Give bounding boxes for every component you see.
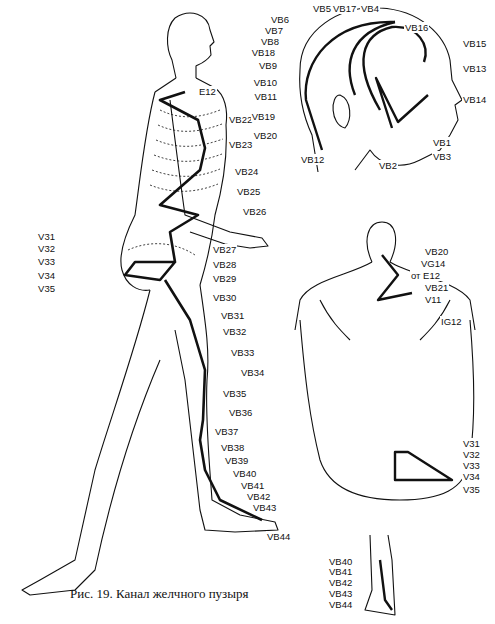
point-label: V34 bbox=[462, 471, 481, 482]
point-label: VB3 bbox=[432, 151, 452, 162]
point-label: V34 bbox=[37, 270, 56, 281]
point-label: V32 bbox=[462, 449, 481, 460]
point-label: VB43 bbox=[252, 502, 277, 513]
point-label: V35 bbox=[37, 283, 56, 294]
point-label: VB42 bbox=[328, 577, 353, 588]
point-label: VB2 bbox=[378, 160, 398, 171]
point-label: VB38 bbox=[220, 442, 245, 453]
point-label: VB12 bbox=[300, 154, 325, 165]
point-label: VB21 bbox=[424, 282, 449, 293]
point-label: VB20 bbox=[424, 246, 449, 257]
point-label: VB18 bbox=[251, 47, 276, 58]
point-label: VB24 bbox=[234, 166, 259, 177]
point-label: VB44 bbox=[266, 531, 291, 542]
point-label: VB41 bbox=[328, 566, 353, 577]
point-label: VB25 bbox=[236, 186, 261, 197]
point-label: IG12 bbox=[440, 316, 463, 327]
point-label: VB20 bbox=[253, 130, 278, 141]
point-label: V31 bbox=[37, 231, 56, 242]
point-label: V33 bbox=[462, 460, 481, 471]
point-label: VB37 bbox=[214, 426, 239, 437]
point-label: VB15 bbox=[462, 38, 487, 49]
point-label: VB40 bbox=[232, 468, 257, 479]
point-label: VB19 bbox=[251, 111, 276, 122]
figure-caption: Рис. 19. Канал желчного пузыря bbox=[70, 586, 248, 602]
point-label: VB10 bbox=[253, 77, 278, 88]
point-label: VB31 bbox=[220, 310, 245, 321]
point-label: VB9 bbox=[258, 60, 278, 71]
point-label: VB29 bbox=[212, 273, 237, 284]
point-label: VB32 bbox=[222, 326, 247, 337]
point-label: V33 bbox=[37, 256, 56, 267]
point-label: VB27 bbox=[212, 244, 237, 255]
point-label: VB43 bbox=[328, 588, 353, 599]
point-label: V11 bbox=[424, 294, 442, 305]
point-label: E12 bbox=[198, 86, 217, 97]
point-label: VB41 bbox=[240, 480, 265, 491]
point-label: VB16 bbox=[404, 22, 429, 33]
point-label: VB36 bbox=[228, 407, 253, 418]
point-label: V32 bbox=[37, 243, 56, 254]
point-label: VB42 bbox=[246, 491, 271, 502]
point-label: VB26 bbox=[242, 206, 267, 217]
point-label: VB8 bbox=[260, 36, 280, 47]
point-label: VB1 bbox=[432, 137, 452, 148]
point-label: VB23 bbox=[228, 139, 253, 150]
point-label: VB11 bbox=[253, 91, 278, 102]
point-label: VB28 bbox=[212, 259, 237, 270]
point-label: V35 bbox=[462, 484, 481, 495]
point-label: VB4 bbox=[360, 3, 380, 14]
point-label: VG14 bbox=[420, 258, 446, 269]
point-label: VB35 bbox=[222, 388, 247, 399]
point-label: VB5 bbox=[312, 3, 332, 14]
point-label: VB13 bbox=[462, 63, 487, 74]
point-label: VB14 bbox=[462, 94, 487, 105]
point-label: VB7 bbox=[264, 25, 284, 36]
point-label: VB44 bbox=[328, 599, 353, 610]
point-label: VB34 bbox=[240, 367, 265, 378]
point-label: VB39 bbox=[224, 455, 249, 466]
point-label: VB30 bbox=[212, 292, 237, 303]
point-label: VB17 bbox=[332, 3, 357, 14]
point-label: VB33 bbox=[230, 347, 255, 358]
point-label: от E12 bbox=[410, 270, 441, 281]
point-label: VB6 bbox=[270, 14, 290, 25]
point-label: VB22 bbox=[228, 114, 253, 125]
point-label: V31 bbox=[462, 438, 481, 449]
